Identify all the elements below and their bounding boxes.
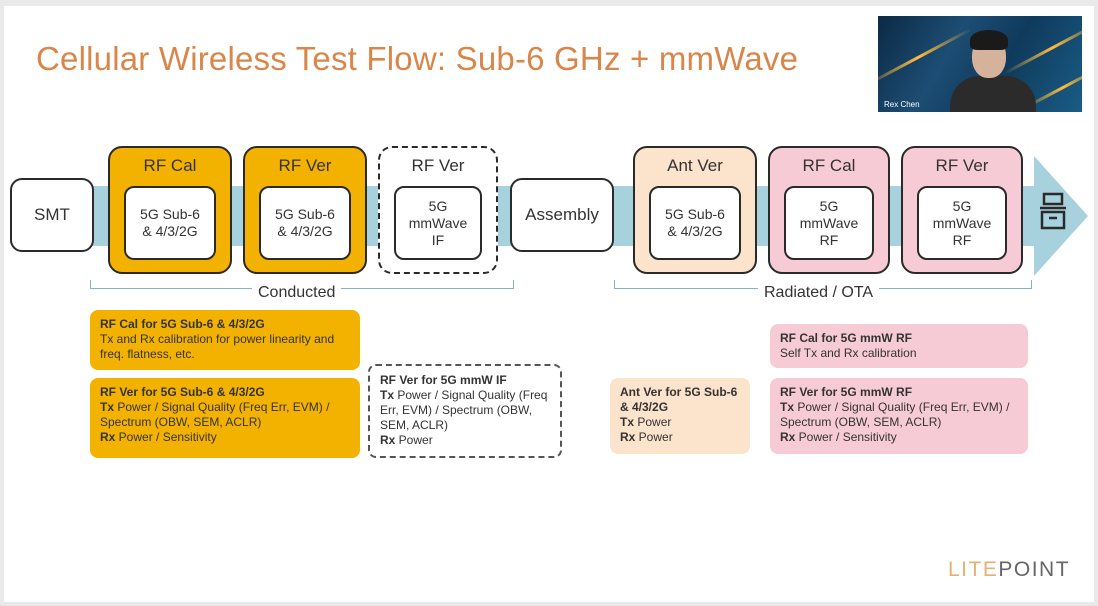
rfver-sub6-note: RF Ver for 5G Sub-6 & 4/3/2G Tx Power / … [90, 378, 360, 458]
rfcal-mmw-note: RF Cal for 5G mmW RF Self Tx and Rx cali… [770, 324, 1028, 368]
assembly-box: Assembly [510, 178, 614, 252]
rfver-mmw-rf-note: RF Ver for 5G mmW RF Tx Power / Signal Q… [770, 378, 1028, 454]
block-inner: 5G Sub-6 & 4/3/2G [124, 186, 216, 260]
antver-note: Ant Ver for 5G Sub-6 & 4/3/2G Tx Power R… [610, 378, 750, 454]
conducted-label: Conducted [252, 284, 342, 302]
block-inner: 5G Sub-6 & 4/3/2G [259, 186, 351, 260]
rfcal-sub6-note: RF Cal for 5G Sub-6 & 4/3/2G Tx and Rx c… [90, 310, 360, 370]
block-header: RF Ver [411, 156, 465, 175]
light-streak [878, 28, 972, 87]
block-header: RF Ver [935, 156, 989, 175]
block-inner: 5G mmWave IF [394, 186, 482, 260]
radiated-label: Radiated / OTA [758, 284, 880, 302]
rf-ver-mmw-if-block: RF Ver 5G mmWave IF [378, 146, 498, 274]
slide-title: Cellular Wireless Test Flow: Sub-6 GHz +… [36, 40, 799, 77]
block-header: RF Ver [278, 156, 332, 175]
light-streak [1003, 20, 1082, 75]
presenter-name: Rex Chen [884, 100, 920, 109]
rf-ver-mmw-rf-block: RF Ver 5G mmWave RF [901, 146, 1023, 274]
litepoint-logo: LITEPOINT [948, 558, 1071, 581]
presenter-hair [970, 30, 1008, 50]
smt-box: SMT [10, 178, 94, 252]
video-thumbnail[interactable]: Rex Chen [878, 16, 1082, 112]
block-inner: 5G mmWave RF [784, 186, 874, 260]
rf-ver-sub6-block: RF Ver 5G Sub-6 & 4/3/2G [243, 146, 367, 274]
block-inner: 5G Sub-6 & 4/3/2G [649, 186, 741, 260]
presenter-body [950, 76, 1036, 112]
slide: Cellular Wireless Test Flow: Sub-6 GHz +… [4, 6, 1094, 602]
ant-ver-block: Ant Ver 5G Sub-6 & 4/3/2G [633, 146, 757, 274]
block-header: Ant Ver [667, 156, 723, 175]
block-header: RF Cal [143, 156, 197, 175]
tray-icon [1040, 192, 1066, 230]
rfver-mmw-if-note: RF Ver for 5G mmW IF Tx Power / Signal Q… [368, 364, 562, 458]
block-inner: 5G mmWave RF [917, 186, 1007, 260]
rf-cal-mmw-rf-block: RF Cal 5G mmWave RF [768, 146, 890, 274]
block-header: RF Cal [802, 156, 856, 175]
rf-cal-sub6-block: RF Cal 5G Sub-6 & 4/3/2G [108, 146, 232, 274]
